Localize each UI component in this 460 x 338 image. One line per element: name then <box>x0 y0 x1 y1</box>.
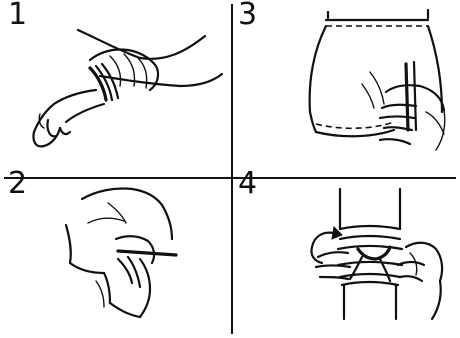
wrist-bandage-wrap-illustration <box>0 0 230 169</box>
step-number-1: 1 <box>8 0 27 32</box>
hip-brief-hold-illustration <box>230 0 460 169</box>
panel-step-2: 2 <box>0 169 230 338</box>
knee-bandage-tie-illustration <box>230 169 460 338</box>
horizontal-divider <box>4 177 456 179</box>
panel-step-1: 1 <box>0 0 230 169</box>
elbow-joint-hold-illustration <box>0 169 230 338</box>
step-number-2: 2 <box>8 167 27 201</box>
panel-step-4: 4 <box>230 169 460 338</box>
vertical-divider <box>231 4 233 334</box>
step-number-3: 3 <box>238 0 257 32</box>
step-number-4: 4 <box>238 167 257 201</box>
panel-step-3: 3 <box>230 0 460 169</box>
